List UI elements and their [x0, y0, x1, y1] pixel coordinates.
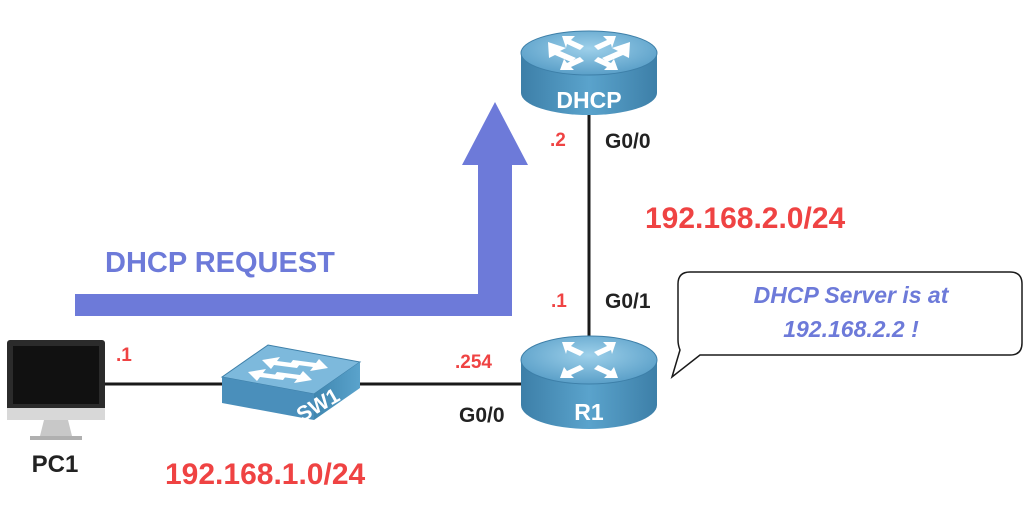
network-bottom-label: 192.168.1.0/24	[165, 458, 366, 491]
dhcp-router[interactable]: DHCP	[520, 30, 658, 115]
dhcp-router-inward-arrows-icon	[560, 36, 618, 70]
callout-line-1: DHCP Server is at	[754, 282, 950, 308]
pc1-monitor-chin	[7, 408, 105, 420]
r1-router-top	[520, 335, 658, 385]
pc1-stand	[40, 420, 72, 436]
sw1-switch-arrows-icon	[248, 357, 328, 383]
sw1-switch-front	[222, 377, 314, 420]
dhcp-request-label: DHCP REQUEST	[105, 247, 335, 279]
callout-shape	[670, 271, 1023, 380]
pc1-host-address: .1	[116, 345, 132, 366]
r1-router[interactable]: R1	[520, 335, 658, 429]
pc1-computer[interactable]: PC1	[7, 340, 105, 478]
r1-left-host-address: .254	[455, 352, 492, 373]
sw1-switch[interactable]: SW1	[220, 344, 362, 427]
r1-router-label: R1	[574, 399, 604, 425]
network-top-label: 192.168.2.0/24	[645, 202, 846, 235]
pc1-base	[30, 436, 82, 440]
dhcp-router-top	[520, 30, 658, 76]
r1-router-arrows-icon	[560, 342, 618, 378]
dhcp-router-arrows-icon	[548, 42, 630, 62]
r1-interface-g01: G0/1	[605, 290, 651, 313]
dhcp-request-arrow	[75, 102, 528, 316]
dhcp-router-label: DHCP	[556, 87, 621, 113]
dhcp-host-address: .2	[550, 130, 566, 151]
r1-top-host-address: .1	[551, 291, 567, 312]
r1-interface-g00: G0/0	[459, 404, 505, 427]
callout-bubble: DHCP Server is at 192.168.2.2 !	[670, 271, 1023, 380]
sw1-switch-side	[314, 362, 360, 420]
dhcp-interface-g00: G0/0	[605, 130, 651, 153]
pc1-label: PC1	[32, 451, 79, 478]
pc1-screen	[13, 346, 99, 404]
callout-line-2: 192.168.2.2 !	[783, 316, 919, 342]
